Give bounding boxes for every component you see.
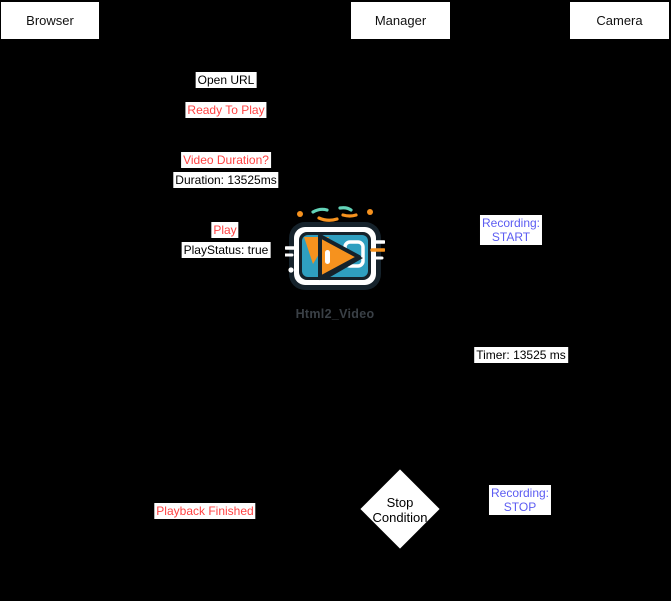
message-play: Play	[211, 222, 239, 238]
decision-label: Stop Condition	[373, 495, 428, 525]
logo-play-button	[318, 234, 363, 280]
message-playback-finished: Playback Finished	[154, 503, 256, 519]
actor-box-manager: Manager	[351, 2, 450, 39]
actor-box-camera: Camera	[570, 2, 669, 39]
message-recording-start: Recording: START	[479, 215, 543, 245]
decision-label-line2: Condition	[372, 510, 428, 525]
actor-label-manager: Manager	[374, 13, 427, 28]
message-video-duration: Video Duration?	[181, 152, 271, 168]
logo-speed-dashes	[285, 240, 385, 273]
actor-label-browser: Browser	[26, 13, 74, 28]
recording-start-line1: Recording:	[481, 216, 541, 230]
message-open-url: Open URL	[195, 72, 257, 88]
message-duration: Duration: 13525ms	[173, 172, 279, 188]
logo-caption: Html2_Video	[295, 307, 375, 321]
actor-box-browser: Browser	[1, 2, 99, 39]
html2video-logo-icon	[285, 206, 385, 290]
recording-start-line2: START	[491, 230, 531, 244]
actor-label-camera: Camera	[596, 13, 643, 28]
message-playstatus: PlayStatus: true	[181, 242, 271, 258]
decision-label-line1: Stop	[386, 495, 414, 510]
recording-stop-line1: Recording:	[490, 486, 550, 500]
message-timer: Timer: 13525 ms	[474, 347, 568, 363]
recording-stop-line2: STOP	[503, 500, 537, 514]
message-ready-to-play: Ready To Play	[185, 102, 267, 118]
message-recording-stop: Recording: STOP	[488, 485, 552, 515]
logo-sparkle-decorations	[297, 206, 373, 222]
